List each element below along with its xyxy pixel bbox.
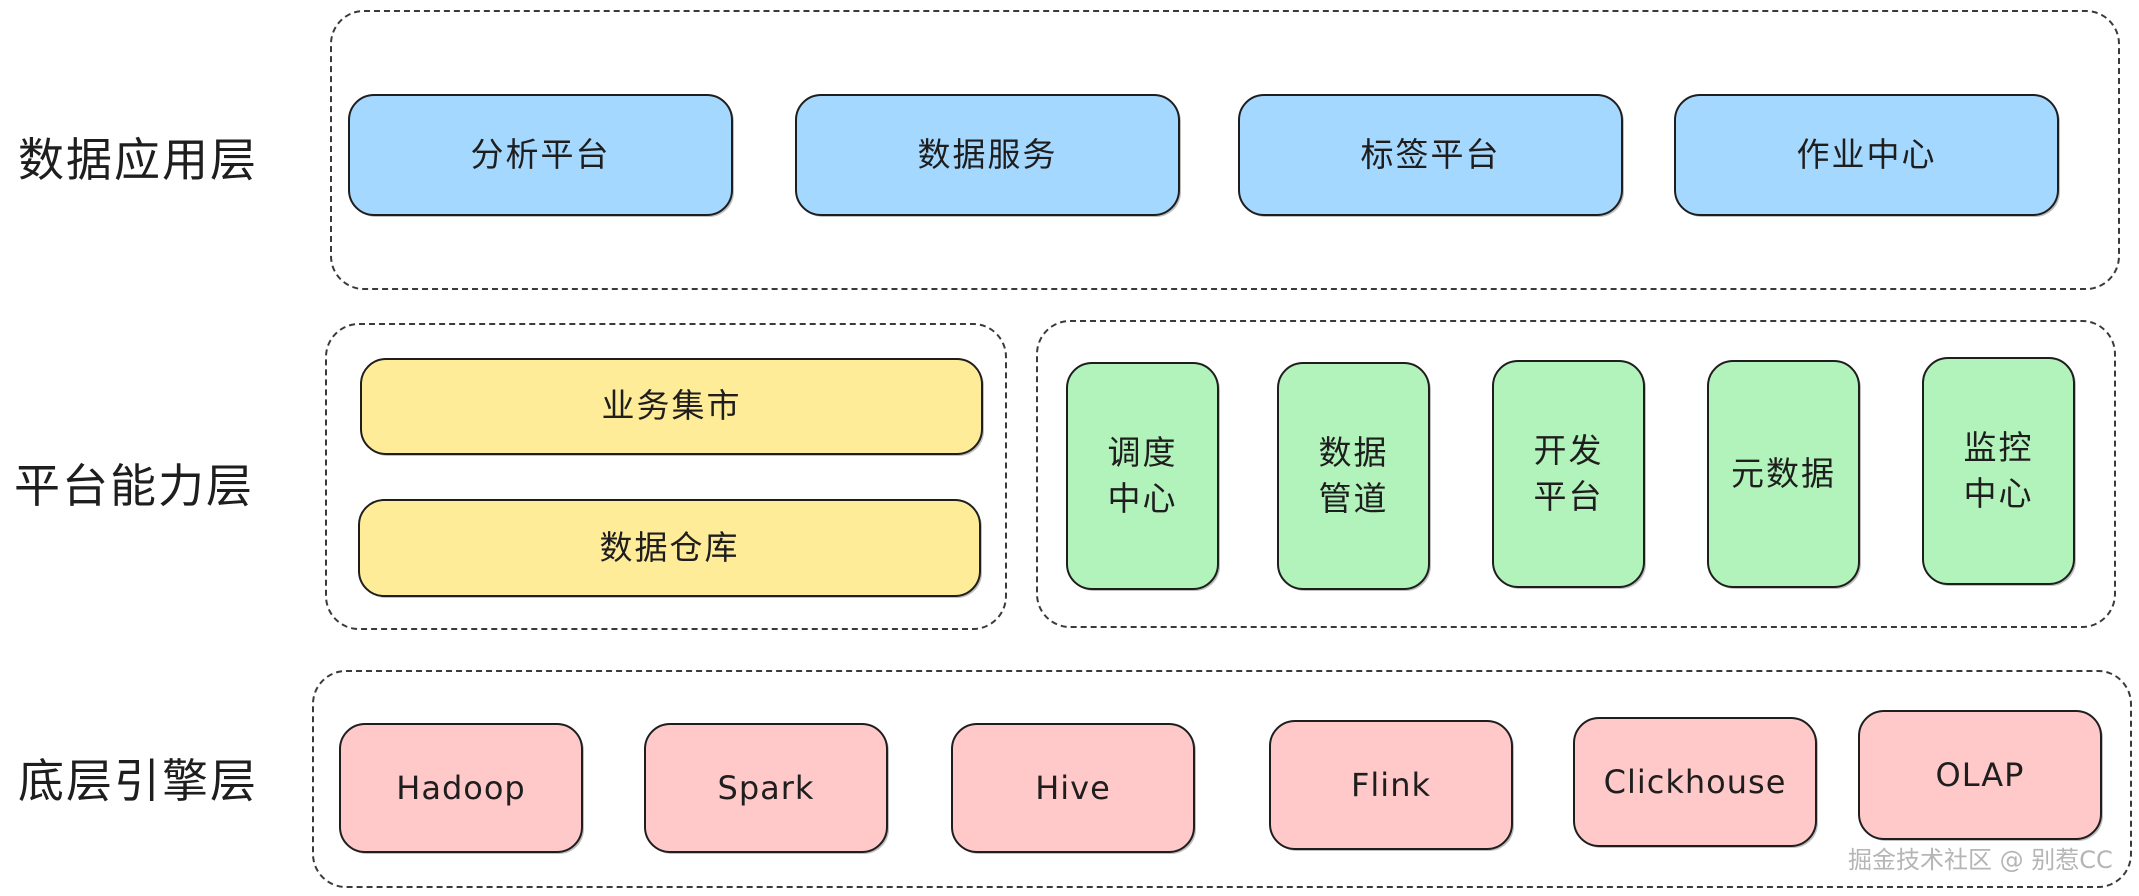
platform-box-data-warehouse: 数据仓库 [358,499,981,597]
platform-box-business-mart: 业务集市 [360,358,983,455]
platform-right-group [1036,320,2116,628]
engine-box-clickhouse: Clickhouse [1573,717,1817,847]
layer-label-engine: 底层引擎层 [18,754,258,808]
platform-box-scheduling-center: 调度 中心 [1066,362,1219,590]
app-box-job-center: 作业中心 [1674,94,2059,216]
app-box-data-service: 数据服务 [795,94,1180,216]
platform-left-group [325,323,1007,630]
platform-box-monitoring-center: 监控 中心 [1922,357,2075,585]
watermark: 掘金技术社区 @ 别惹CC [1848,846,2113,874]
engine-box-hadoop: Hadoop [339,723,583,853]
platform-box-data-pipeline: 数据 管道 [1277,362,1430,590]
platform-box-dev-platform: 开发 平台 [1492,360,1645,588]
platform-box-metadata: 元数据 [1707,360,1860,588]
engine-box-spark: Spark [644,723,888,853]
layer-label-app: 数据应用层 [18,133,258,187]
engine-box-olap: OLAP [1858,710,2102,840]
app-box-analysis-platform: 分析平台 [348,94,733,216]
engine-box-flink: Flink [1269,720,1513,850]
app-box-tag-platform: 标签平台 [1238,94,1623,216]
layer-label-platform: 平台能力层 [14,459,254,513]
engine-box-hive: Hive [951,723,1195,853]
engine-layer-group [312,670,2132,888]
app-layer-group [330,10,2120,290]
